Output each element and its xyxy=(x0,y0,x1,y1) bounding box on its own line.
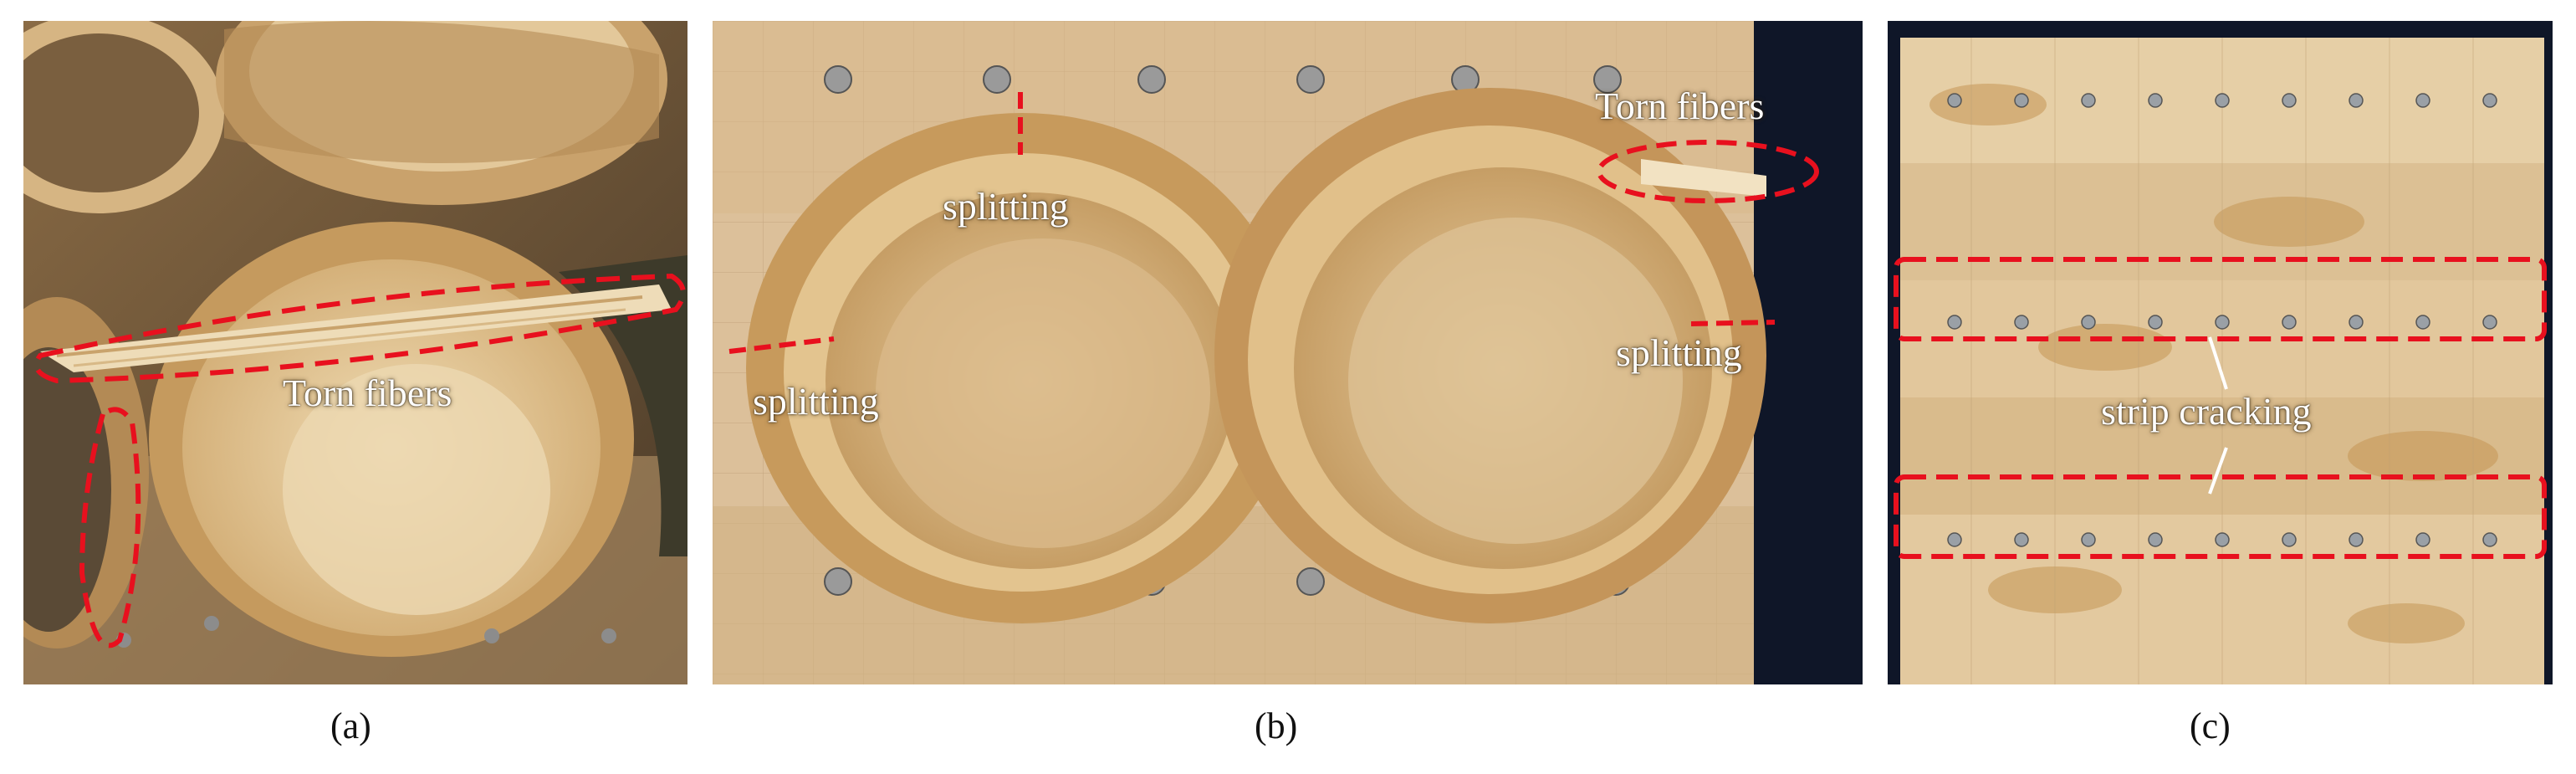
caption-b: (b) xyxy=(1255,705,1298,746)
label-splitting-right: splitting xyxy=(1616,331,1742,374)
panel-c-photo: strip cracking xyxy=(1888,21,2553,684)
strip-crack-marker-1 xyxy=(1894,257,2547,341)
panel-a-photo: Torn fibers xyxy=(23,21,687,684)
pointer-line-1 xyxy=(2208,336,2228,390)
caption-a: (a) xyxy=(330,705,371,746)
panel-b-image xyxy=(713,21,1863,684)
label-strip-cracking: strip cracking xyxy=(2101,390,2312,433)
splitting-marker-right xyxy=(1690,320,1776,326)
strip-crack-marker-2 xyxy=(1894,474,2547,559)
label-splitting-top: splitting xyxy=(943,185,1069,228)
splitting-marker-a xyxy=(79,407,141,648)
caption-c: (c) xyxy=(2190,705,2231,746)
label-splitting-left: splitting xyxy=(753,380,879,423)
panel-a-image xyxy=(23,21,687,684)
splitting-marker-left xyxy=(728,336,835,354)
panel-c-image xyxy=(1888,21,2553,684)
panel-b-photo: splitting splitting splitting Torn fiber… xyxy=(713,21,1863,684)
torn-fibers-marker-b xyxy=(1597,140,1819,203)
pointer-line-2 xyxy=(2208,447,2228,495)
torn-fibers-marker xyxy=(33,273,686,384)
label-torn-fibers-a: Torn fibers xyxy=(283,372,452,414)
label-torn-fibers-b: Torn fibers xyxy=(1595,85,1765,127)
